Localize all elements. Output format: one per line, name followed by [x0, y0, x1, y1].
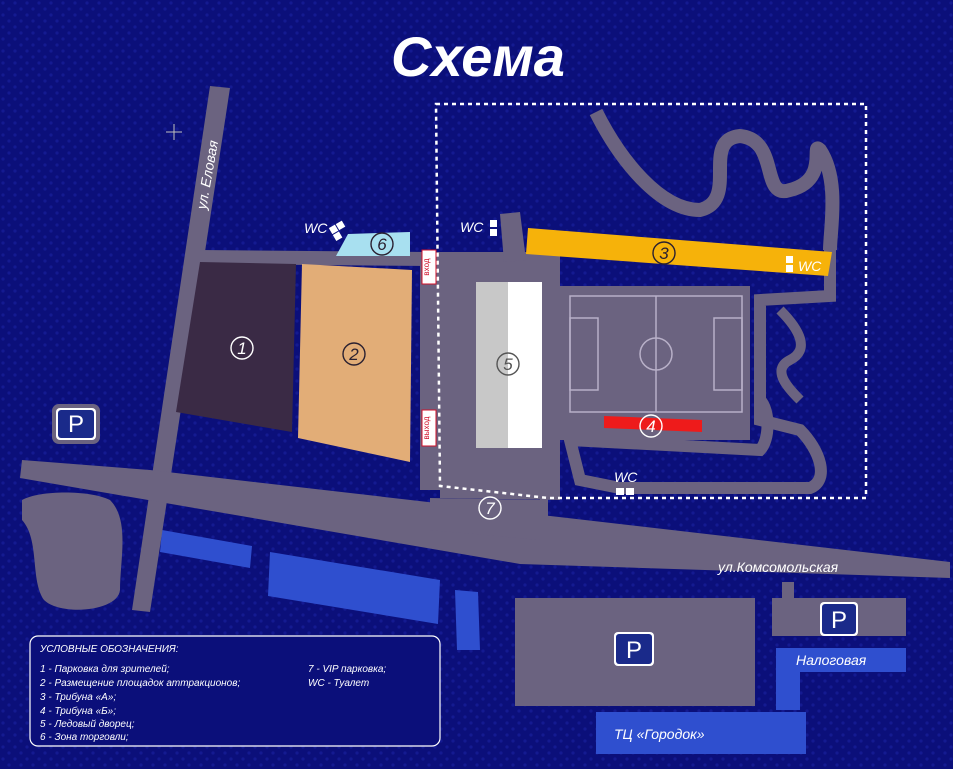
parking-lot-right-link: [782, 582, 794, 600]
wc-label: WC: [614, 469, 638, 485]
legend-item: 2 - Размещение площадок аттракционов;: [39, 678, 240, 689]
road-north-stub: [500, 212, 526, 262]
zone-2-attractions: [298, 264, 412, 462]
legend-item: 7 - VIP парковка;: [308, 664, 386, 675]
zone-6-marker: 6: [370, 232, 394, 256]
road-serpentine-north: [589, 108, 840, 251]
building-nalogovaya-label: Налоговая: [796, 652, 867, 668]
toilet-icon: [328, 220, 346, 242]
building-blue-3: [455, 590, 480, 650]
blue-buildings: [160, 530, 906, 754]
wc-marker-north: WC: [460, 219, 497, 236]
zone-2-marker: 2: [342, 342, 366, 366]
zone-3-tribune-a: [526, 228, 832, 276]
legend-item: WC - Туалет: [308, 678, 369, 689]
legend-item: 5 - Ледовый дворец;: [40, 719, 135, 730]
road-serpentine-loop: [776, 306, 806, 404]
toilet-icon: [616, 488, 634, 495]
gate-entrance-label: вход: [422, 258, 431, 275]
zone-markers: 1 2 3 4 5 6 7: [230, 232, 676, 520]
road-south-link: [540, 490, 548, 560]
zone-7-number: 7: [485, 499, 495, 518]
wc-label: WC: [304, 220, 328, 236]
field-penalty-right: [713, 317, 743, 391]
building-gorodok: [596, 712, 806, 754]
parking-icon: P: [831, 607, 847, 634]
field-center-circle: [639, 337, 673, 371]
zone-4-marker: 4: [639, 414, 663, 438]
parking-icon: P: [626, 637, 642, 664]
zone-7-marker: 7: [478, 496, 502, 520]
field-penalty-left: [569, 317, 599, 391]
street-komsomolskaya-label: ул.Комсомольская: [717, 559, 839, 575]
building-blue-2: [268, 552, 440, 624]
building-blue-1: [160, 530, 252, 568]
wc-marker-tribune-a: WC: [786, 256, 822, 274]
legend-heading: УСЛОВНЫЕ ОБОЗНАЧЕНИЯ:: [39, 644, 179, 655]
zone-4-tribune-b: [604, 416, 702, 432]
zone-3-number: 3: [659, 244, 669, 263]
road-vip: [430, 498, 540, 540]
zone-1-spectator-parking: [176, 262, 296, 432]
zone-4-number: 4: [646, 417, 655, 436]
zone-1-number: 1: [237, 339, 246, 358]
zone-3-marker: 3: [652, 241, 676, 265]
wc-label: WC: [460, 219, 484, 235]
building-gorodok-label: ТЦ «Городок»: [614, 726, 705, 742]
building-nalogovaya: [776, 648, 906, 672]
toilet-icon: [786, 256, 793, 272]
zone-5-number: 5: [503, 355, 513, 374]
gate-entrance: вход: [421, 249, 437, 285]
parking-sign-left: P: [52, 404, 100, 444]
legend-item: 6 - Зона торговли;: [40, 732, 129, 743]
wc-label: WC: [798, 258, 822, 274]
wc-marker-trade: WC: [304, 220, 346, 242]
legend-item: 1 - Парковка для зрителей;: [40, 664, 170, 675]
zone-5-ice-palace-right: [508, 282, 542, 448]
event-perimeter: [434, 102, 868, 500]
lake-shape: [22, 492, 123, 610]
gate-exit: выход: [421, 409, 437, 447]
wc-marker-south: WC: [614, 469, 638, 495]
building-nalogovaya-ext: [776, 672, 800, 710]
zone-1-marker: 1: [230, 336, 254, 360]
legend: УСЛОВНЫЕ ОБОЗНАЧЕНИЯ: 1 - Парковка для з…: [29, 635, 441, 747]
zone-2-number: 2: [348, 345, 359, 364]
parking-sign-right: P: [820, 602, 858, 636]
zone-5-marker: 5: [496, 352, 520, 376]
legend-item: 4 - Трибуна «Б»;: [40, 705, 116, 717]
gate-exit-label: выход: [422, 416, 431, 439]
legend-item: 3 - Трибуна «А»;: [40, 691, 116, 703]
stadium-area: [560, 286, 750, 440]
zone-6-number: 6: [377, 235, 387, 254]
toilet-icon: [490, 220, 497, 236]
zone-5-ice-palace-left: [476, 282, 508, 448]
road-serpentine-south: [562, 250, 836, 494]
parking-icon: P: [68, 411, 84, 438]
parking-sign-center: P: [614, 632, 654, 666]
map-title: Схема: [391, 25, 565, 88]
crosshair-cursor-icon: [166, 124, 182, 140]
legend-frame: [29, 635, 441, 747]
football-field: [569, 295, 743, 413]
